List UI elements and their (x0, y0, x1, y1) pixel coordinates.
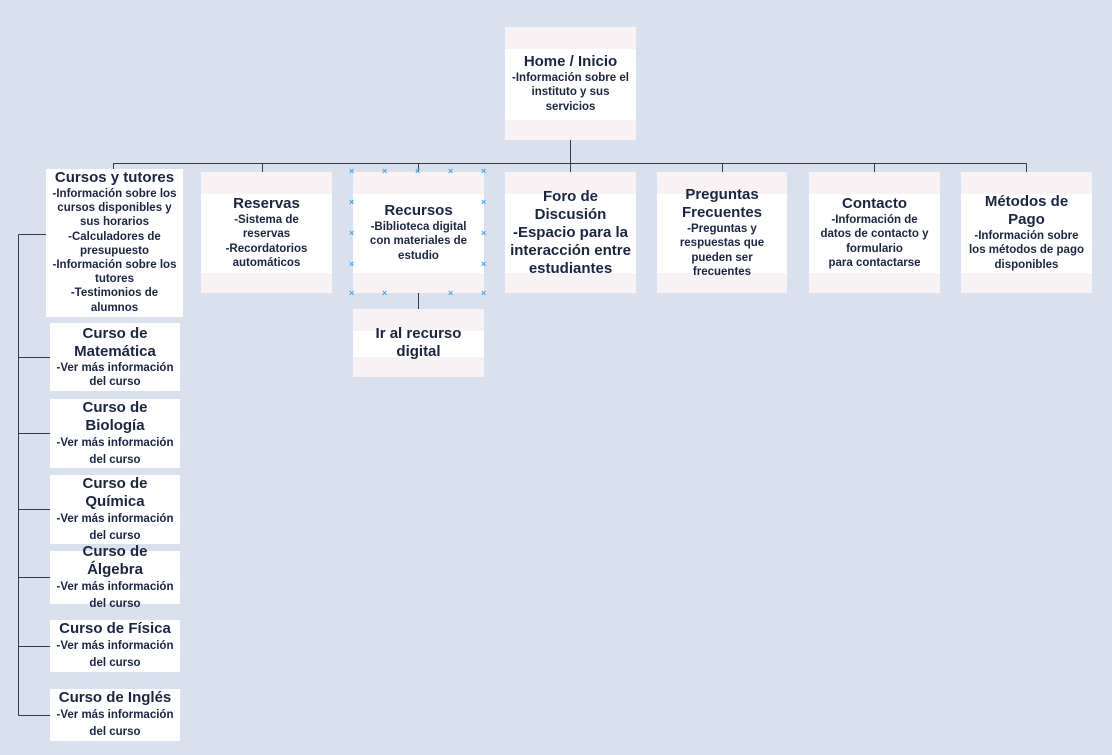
node-home-desc: -Información sobre el instituto y sus se… (512, 71, 629, 113)
selection-handle[interactable]: × (382, 288, 388, 298)
node-preguntas-desc: -Preguntas y respuestas que pueden ser f… (679, 222, 765, 279)
node-contacto-desc: -Información de datos de contacto y form… (820, 213, 929, 270)
selection-handle[interactable]: × (448, 166, 454, 176)
selection-handle[interactable]: × (481, 197, 487, 207)
node-pago-title: Métodos de Pago (984, 192, 1069, 228)
node-ir-recurso-digital[interactable]: Ir al recurso digital (353, 309, 484, 377)
node-preguntas-title: Preguntas Frecuentes (681, 185, 763, 221)
node-pago-desc: -Información sobre los métodos de pago d… (968, 229, 1084, 271)
selection-handle[interactable]: × (349, 166, 355, 176)
curso-algebra-desc: -Ver más información del curso (56, 580, 174, 610)
curso-fisica-title: Curso de Física (59, 620, 171, 637)
node-recursos-title: Recursos (384, 201, 453, 219)
node-metodos-pago[interactable]: Métodos de Pago -Información sobre los m… (961, 172, 1092, 293)
curso-matematica-title: Curso de Matemática (74, 324, 156, 360)
node-curso-ingles[interactable]: Curso de Inglés -Ver más información del… (50, 689, 180, 741)
node-curso-algebra[interactable]: Curso de Álgebra -Ver más información de… (50, 543, 180, 610)
node-cursos-tutores[interactable]: Cursos y tutores -Información sobre los … (46, 169, 183, 317)
selection-handle[interactable]: × (448, 288, 454, 298)
curso-biologia-desc: -Ver más información del curso (56, 436, 174, 466)
node-cursos-desc: -Información sobre los cursos disponible… (52, 188, 177, 314)
node-curso-quimica[interactable]: Curso de Química -Ver más información de… (50, 475, 180, 544)
selection-handle[interactable]: × (349, 288, 355, 298)
selection-handle[interactable]: × (481, 259, 487, 269)
curso-quimica-desc: -Ver más información del curso (56, 512, 174, 542)
selection-handle[interactable]: × (481, 228, 487, 238)
node-curso-fisica[interactable]: Curso de Física -Ver más información del… (50, 620, 180, 672)
node-home-title: Home / Inicio (523, 52, 618, 70)
selection-handle[interactable]: × (349, 259, 355, 269)
node-contacto-title: Contacto (842, 194, 907, 212)
curso-fisica-desc: -Ver más información del curso (56, 640, 174, 669)
selection-handle[interactable]: × (349, 197, 355, 207)
node-reservas-title: Reservas (233, 194, 300, 212)
curso-ingles-desc: -Ver más información del curso (56, 709, 174, 738)
node-foro-title: Foro de Discusión -Espacio para la inter… (510, 187, 631, 277)
node-home[interactable]: Home / Inicio -Información sobre el inst… (505, 27, 636, 140)
node-contacto[interactable]: Contacto -Información de datos de contac… (809, 172, 940, 293)
node-preguntas-frecuentes[interactable]: Preguntas Frecuentes -Preguntas y respue… (657, 172, 787, 293)
selection-handle[interactable]: × (415, 166, 421, 176)
node-cursos-title: Cursos y tutores (54, 169, 175, 186)
curso-matematica-desc: -Ver más información del curso (56, 361, 174, 389)
selection-handle[interactable]: × (481, 166, 487, 176)
node-reservas-desc: -Sistema de reservas -Recordatorios auto… (225, 213, 308, 270)
node-curso-biologia[interactable]: Curso de Biología -Ver más información d… (50, 399, 180, 468)
selection-handle[interactable]: × (481, 288, 487, 298)
node-reservas[interactable]: Reservas -Sistema de reservas -Recordato… (201, 172, 332, 293)
node-recursos-desc: -Biblioteca digital con materiales de es… (369, 220, 468, 262)
node-foro[interactable]: Foro de Discusión -Espacio para la inter… (505, 172, 636, 293)
curso-quimica-title: Curso de Química (82, 474, 148, 510)
selection-handle[interactable]: × (349, 228, 355, 238)
node-recursos[interactable]: Recursos -Biblioteca digital con materia… (353, 172, 484, 293)
node-ir-recurso-title: Ir al recurso digital (375, 325, 462, 360)
selection-handle[interactable]: × (382, 166, 388, 176)
curso-algebra-title: Curso de Álgebra (82, 542, 148, 578)
curso-biologia-title: Curso de Biología (82, 398, 148, 434)
curso-ingles-title: Curso de Inglés (58, 689, 172, 706)
node-curso-matematica[interactable]: Curso de Matemática -Ver más información… (50, 323, 180, 391)
